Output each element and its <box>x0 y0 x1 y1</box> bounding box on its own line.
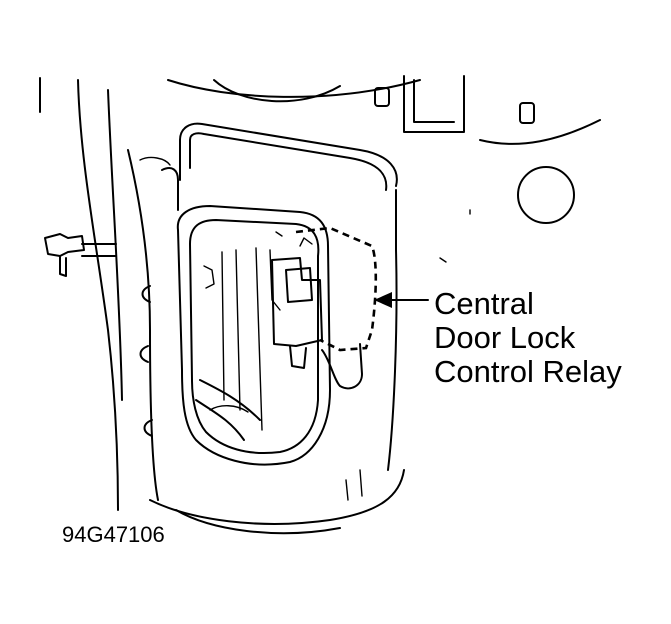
callout-arrow <box>374 292 429 308</box>
panel-fasteners <box>139 285 153 437</box>
callout-line: Door Lock <box>434 320 576 355</box>
relay-outline <box>295 226 378 352</box>
door-striker <box>44 233 117 277</box>
callout-line: Control Relay <box>434 354 622 389</box>
figure-id: 94G47106 <box>62 522 165 547</box>
door-pillar <box>39 77 171 511</box>
callout-line: Central <box>434 286 534 321</box>
relay-callout-label: Central Door Lock Control Relay <box>434 287 622 389</box>
access-opening <box>176 205 363 466</box>
door-lower-edge <box>149 469 405 535</box>
door-inner-panel <box>161 75 601 471</box>
